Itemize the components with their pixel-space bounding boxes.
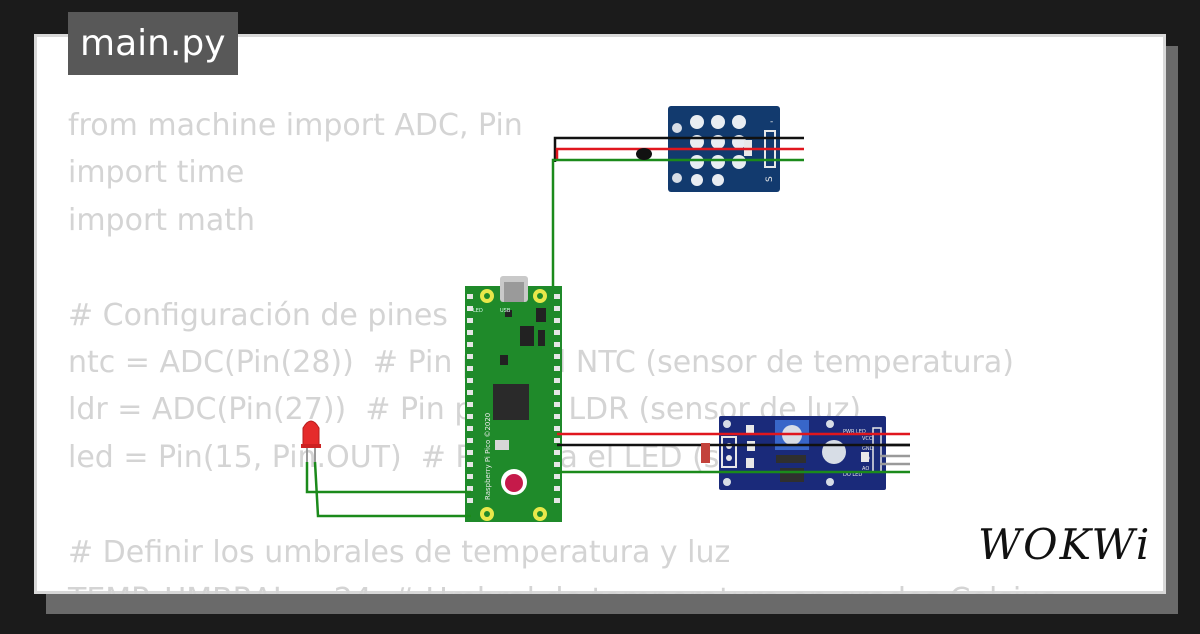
code-line: # Definir los umbrales de temperatura y … [68, 534, 731, 570]
pico-usb-label: USB [500, 308, 511, 314]
ldr-label-ao: AO [862, 466, 869, 472]
code-line: import math [68, 202, 255, 238]
preview-card [34, 34, 1166, 594]
file-tab[interactable]: main.py [68, 12, 238, 75]
raspberry-pi-pico[interactable]: LED USB Raspberry Pi Pico ©2020 [465, 276, 562, 522]
card-bottom-shadow [46, 594, 1178, 614]
ldr-label-do: DO [862, 456, 870, 462]
red-led[interactable] [301, 420, 321, 462]
code-line: import time [68, 155, 245, 191]
code-line: ntc = ADC(Pin(28)) # Pin para el NTC (se… [68, 344, 1014, 380]
ldr-label-pwr: PWR LED [843, 429, 866, 435]
code-line: # Configuración de pines [68, 297, 448, 333]
ntc-label-minus: - [770, 117, 773, 127]
ldr-photoresistor [701, 443, 710, 463]
code-line: from machine import ADC, Pin [68, 108, 523, 143]
wire-ntc-gnd [553, 136, 804, 162]
ldr-label-gnd: GND [862, 446, 874, 452]
wire-ntc-vcc [555, 147, 804, 160]
ldr-sensor-module[interactable]: PWR LED VCC GND DO AO DO LED [719, 416, 886, 490]
rp2040-chip [493, 384, 529, 420]
wire-led-anode [305, 462, 471, 494]
pico-led-label: LED [473, 308, 483, 314]
ldr-label-vcc: VCC [862, 436, 873, 442]
ntc-thermistor [636, 148, 652, 160]
wokwi-logo: WOKWi [978, 520, 1152, 569]
ldr-label-do-led: DO LED [843, 472, 862, 478]
wire-ntc-signal [551, 158, 804, 294]
ntc-label-s: S [765, 176, 775, 182]
pico-board-label: Raspberry Pi Pico ©2020 [484, 413, 492, 500]
wire-led-cathode [313, 461, 471, 518]
